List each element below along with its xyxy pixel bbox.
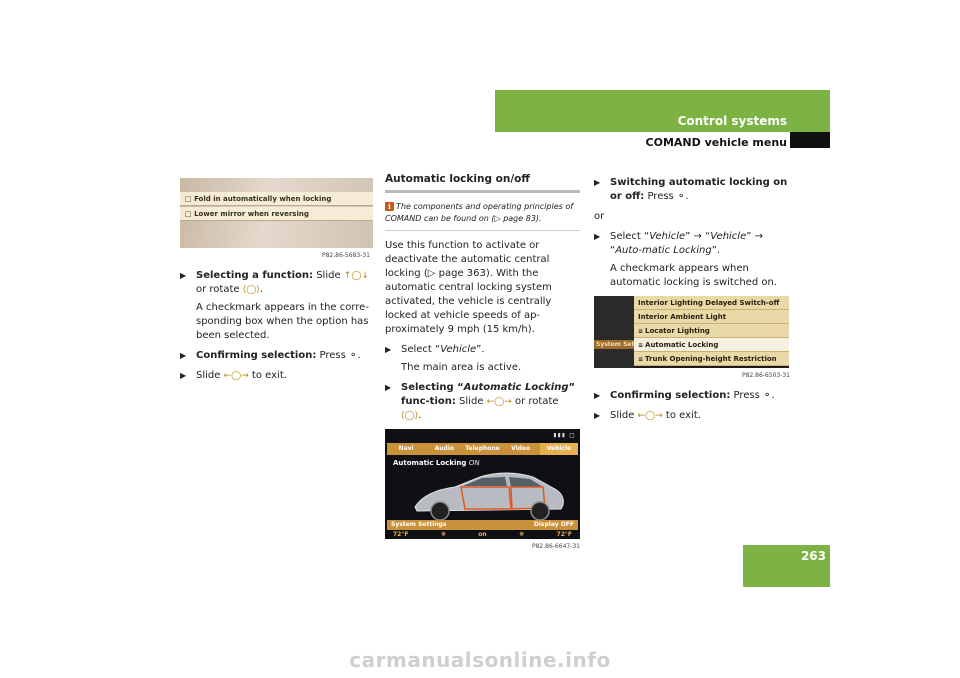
header-band (495, 90, 830, 132)
tab-vehicle: Vehicle (539, 443, 579, 455)
section-title: Control systems (677, 114, 787, 128)
paragraph-main-area: The main area is active. (401, 362, 522, 373)
instruction-confirm: Confirming selection: Press ⚬. (594, 389, 790, 403)
paragraph-checkmark-on: A checkmark appears when automatic locki… (610, 263, 777, 288)
rotate-icon: ⟨◯⟩ (242, 285, 260, 295)
menu-item-lower-mirror: □ Lower mirror when reversing (180, 207, 373, 221)
menu-side-label: System Set (594, 340, 634, 349)
figure-id: P82.86-5683-31 (321, 252, 370, 259)
slide-left-right-icon: ←◯→ (637, 411, 663, 421)
slide-left-right-icon: ←◯→ (223, 371, 249, 381)
car-illustration (414, 472, 564, 521)
comand-vehicle-screen: ▮▮▮ □ Navi Audio Telephone Video Vehicle… (385, 429, 580, 539)
column-right: Switching automatic locking on or off: P… (594, 172, 790, 423)
menu-item-trunk-restriction: ≡Trunk Opening-height Restriction (634, 352, 789, 366)
menu-item-ambient-light: Interior Ambient Light (634, 310, 789, 324)
screen-tabs: Navi Audio Telephone Video Vehicle (387, 443, 579, 455)
or-text: or (594, 211, 605, 222)
mirror-figure: □ Fold in automatically when locking □ L… (180, 178, 373, 263)
tab-audio: Audio (434, 445, 454, 452)
mirror-photo: □ Fold in automatically when locking □ L… (180, 178, 373, 248)
page-number: 263 (800, 549, 826, 563)
softkey-display-off: Display OFF (533, 521, 574, 528)
instruction-switch-locking: Switching automatic locking on or off: P… (594, 176, 790, 204)
figure-id: P82.86-6647-31 (531, 543, 580, 550)
figure-id: P82.86-6503-31 (741, 372, 790, 379)
checkbox-icon: ≡ (638, 328, 644, 335)
header-tab-marker (790, 132, 830, 148)
checkbox-icon: ≡ (638, 356, 644, 363)
instruction-select-function: Selecting a function: Slide ↑◯↓ or rotat… (180, 269, 370, 297)
paragraph-description: Use this function to activate or deactiv… (385, 240, 552, 335)
rotate-icon: ⟨◯⟩ (401, 411, 419, 421)
menu-item-automatic-locking: ≡Automatic Locking (634, 338, 789, 352)
page-number-box: 263 (743, 545, 830, 587)
heading-automatic-locking: Automatic locking on/off (385, 172, 580, 193)
slide-left-right-icon: ←◯→ (486, 397, 512, 407)
instruction-confirm: Confirming selection: Press ⚬. (180, 349, 370, 363)
press-icon: ⚬ (676, 191, 686, 202)
instruction-exit: Slide ←◯→ to exit. (180, 369, 370, 383)
menu-items: Interior Lighting Delayed Switch-off Int… (634, 296, 789, 366)
subsection-title: COMAND vehicle menu (645, 136, 787, 149)
menu-item-locator-lighting: ≡Locator Lighting (634, 324, 789, 338)
instruction-select-vehicle: Select “Vehicle”. (385, 343, 580, 357)
instruction-exit: Slide ←◯→ to exit. (594, 409, 790, 423)
menu-item-interior-delay: Interior Lighting Delayed Switch-off (634, 296, 789, 310)
tab-navi: Navi (398, 445, 414, 452)
paragraph-checkmark: A checkmark appears in the corre-spondin… (196, 302, 369, 341)
screen-softkeys: System Settings Display OFF (387, 520, 578, 530)
fan-icon: ❋ (440, 531, 446, 538)
info-icon: i (385, 202, 394, 211)
comand-menu-screen: System Set Interior Lighting Delayed Swi… (594, 296, 789, 368)
tab-video: Video (511, 445, 531, 452)
tab-telephone: Telephone (465, 445, 500, 452)
checkbox-icon: ≡ (638, 342, 644, 349)
signal-status-icon: ▮▮▮ □ (552, 431, 574, 439)
menu-item-fold-in: □ Fold in automatically when locking (180, 192, 373, 206)
column-left: □ Fold in automatically when locking □ L… (180, 178, 373, 383)
screen-function-title: Automatic Locking ON (393, 459, 480, 467)
fan-icon: ❋ (519, 531, 525, 538)
press-icon: ⚬ (349, 350, 358, 361)
climate-bar: 72°F ❋ on ❋ 72°F (393, 531, 572, 538)
press-icon: ⚬ (763, 390, 772, 401)
instruction-select-auto-locking: Selecting “Automatic Locking” func-tion:… (385, 381, 580, 423)
softkey-system-settings: System Settings (391, 521, 447, 528)
instruction-select-path: Select “Vehicle” → “Vehicle” → “Auto-mat… (594, 230, 790, 258)
slide-up-down-icon: ↑◯↓ (343, 271, 369, 281)
watermark: carmanualsonline.info (349, 648, 611, 672)
